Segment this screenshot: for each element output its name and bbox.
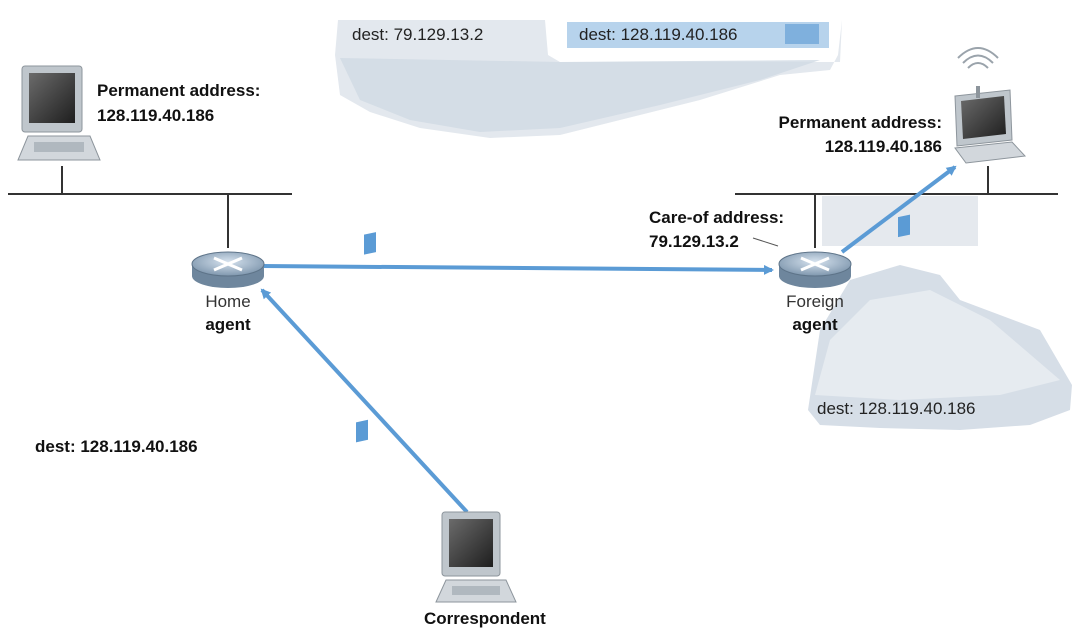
tunnel-packet-shadow	[335, 20, 842, 138]
delivered-packet-shadow	[808, 265, 1072, 430]
home-agent-label-line1: Home	[205, 292, 251, 311]
care-of-pointer	[752, 237, 779, 247]
correspondent-link	[260, 288, 469, 514]
delivered-packet-dest: dest: 128.119.40.186	[817, 399, 976, 418]
tunnel-inner-dest: dest: 128.119.40.186	[567, 22, 829, 48]
home-agent-router-icon	[191, 251, 265, 288]
home-host-perm-value: 128.119.40.186	[97, 106, 215, 125]
wireless-signal-icon	[957, 47, 999, 69]
original-packet-dest: dest: 128.119.40.186	[35, 437, 198, 456]
home-host-desktop-icon	[17, 65, 101, 161]
home-lan	[8, 166, 292, 248]
packet-marker-tunnel	[364, 232, 376, 255]
foreign-agent-router-icon	[778, 251, 852, 288]
care-of-address-label: Care-of address:	[649, 208, 785, 227]
care-of-address-value: 79.129.13.2	[649, 232, 739, 251]
tunnel-inner-dest-text: dest: 128.119.40.186	[579, 25, 738, 44]
correspondent-label: Correspondent	[424, 609, 546, 628]
packet-marker-correspondent	[356, 419, 368, 443]
mobile-host-perm-value: 128.119.40.186	[824, 137, 942, 156]
delivery-link	[840, 165, 957, 254]
tunnel-inner-dest-tail	[785, 24, 819, 44]
tunnel-link	[261, 264, 774, 275]
mobile-host-laptop-icon	[954, 86, 1027, 164]
home-host-perm-label: Permanent address:	[97, 81, 261, 100]
foreign-agent-label-line1: Foreign	[786, 292, 844, 311]
foreign-agent-label-line2: agent	[792, 315, 838, 334]
mobile-host-perm-label: Permanent address:	[778, 113, 942, 132]
tunnel-outer-dest: dest: 79.129.13.2	[352, 25, 484, 44]
packet-marker-delivery	[898, 214, 910, 238]
home-agent-label-line2: agent	[205, 315, 251, 334]
correspondent-desktop-icon	[435, 511, 517, 603]
